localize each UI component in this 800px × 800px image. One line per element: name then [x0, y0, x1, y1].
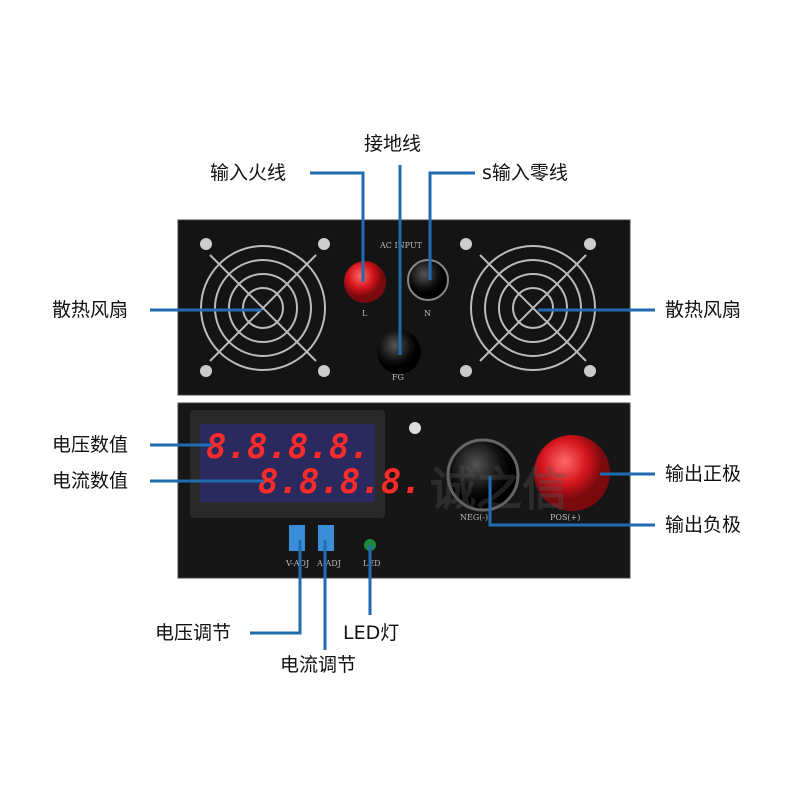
current-display: 8.8.8.8. — [258, 462, 422, 502]
n-text: N — [424, 309, 431, 318]
ground-label: 接地线 — [364, 133, 422, 155]
live-input-label: 输入火线 — [210, 162, 287, 184]
v-adj-text: V-ADJ — [285, 559, 309, 568]
voltage-value-label: 电压数值 — [52, 434, 129, 456]
fan-left-label: 散热风扇 — [52, 299, 129, 321]
neutral-terminal — [407, 259, 449, 301]
fan-right-label: 散热风扇 — [665, 299, 742, 321]
fan-left — [200, 245, 326, 371]
led-light-label: LED灯 — [343, 622, 400, 644]
output-negative-label: 输出负极 — [665, 514, 742, 536]
mount-hole — [409, 422, 421, 434]
current-pot — [318, 525, 334, 551]
l-text: L — [362, 309, 368, 318]
output-positive-label: 输出正极 — [665, 463, 742, 485]
current-value-label: 电流数值 — [52, 470, 129, 492]
neg-text: NEG(-) — [460, 513, 488, 522]
voltage-display: 8.8.8.8. — [206, 427, 370, 467]
neutral-input-label: s输入零线 — [482, 162, 568, 184]
voltage-adjust-label: 电压调节 — [155, 622, 232, 644]
fan-right — [470, 245, 596, 371]
screws — [200, 238, 596, 377]
watermark: 诚之信 — [430, 462, 568, 516]
led-text: LED — [363, 559, 381, 568]
pos-text: POS(+) — [550, 513, 580, 522]
fg-text: FG — [392, 373, 404, 382]
voltage-pot — [289, 525, 305, 551]
a-adj-text: A-ADJ — [316, 559, 341, 568]
current-adjust-label: 电流调节 — [280, 654, 357, 676]
live-terminal — [344, 261, 386, 303]
positive-terminal — [534, 435, 610, 511]
leader-lines — [150, 165, 655, 650]
negative-terminal — [446, 438, 520, 512]
display-screen — [200, 424, 375, 502]
